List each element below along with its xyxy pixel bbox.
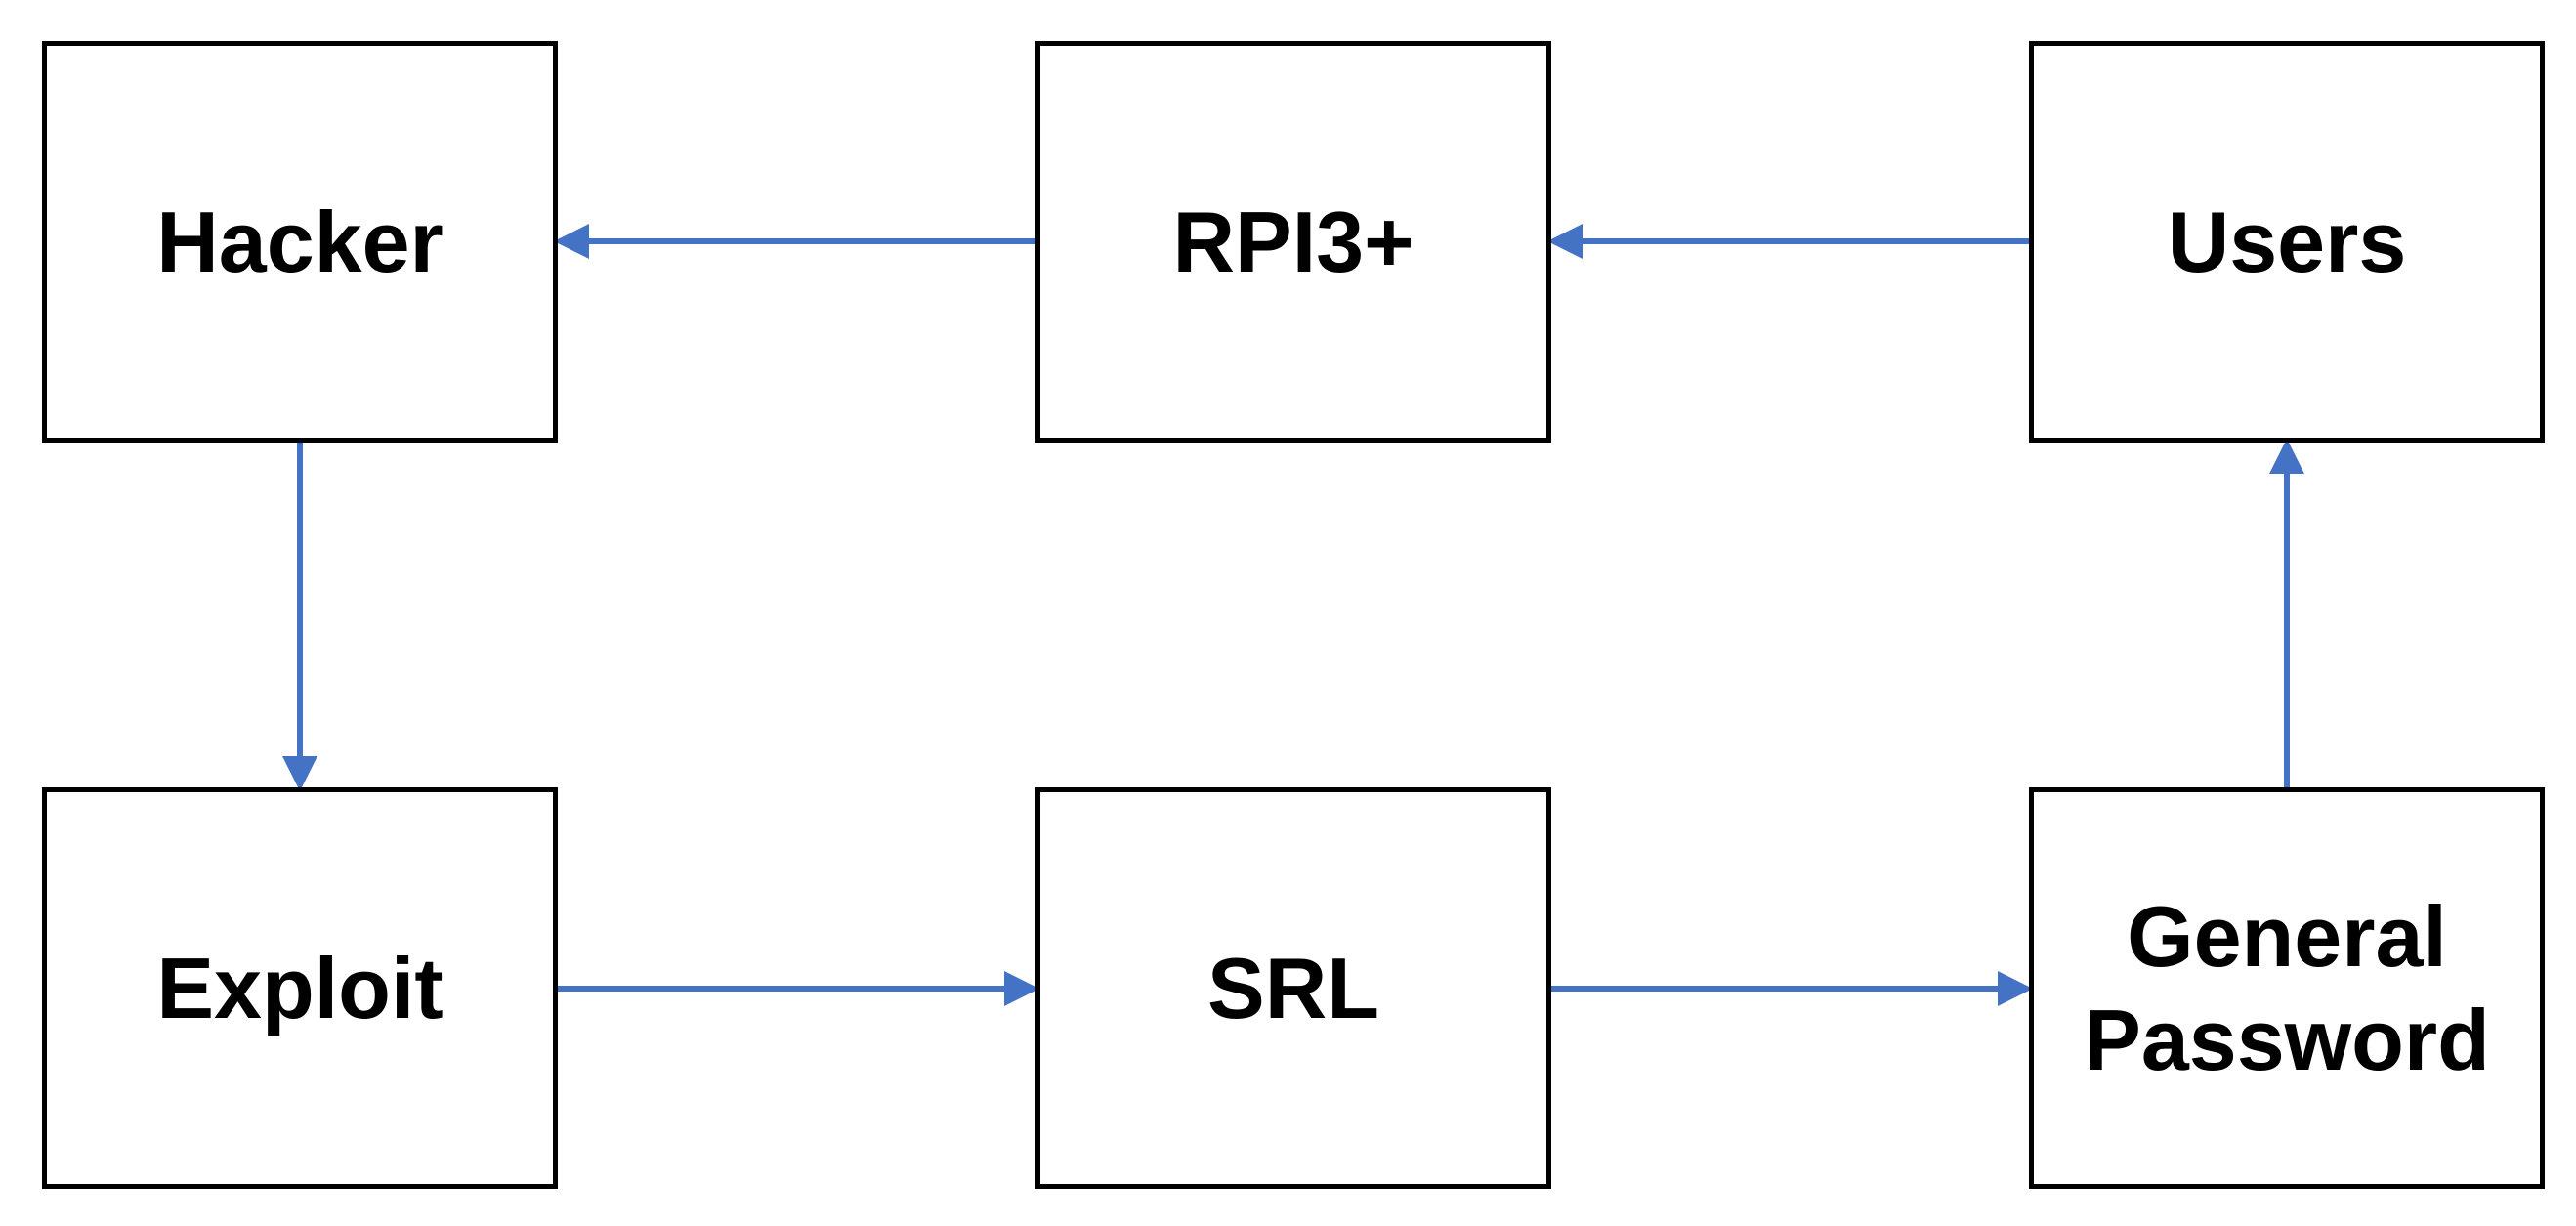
node-srl-label: SRL bbox=[1207, 939, 1379, 1036]
node-srl: SRL bbox=[1035, 787, 1551, 1189]
node-general-password-label: General Password bbox=[2084, 885, 2490, 1091]
node-exploit: Exploit bbox=[42, 787, 558, 1189]
node-rpi3: RPI3+ bbox=[1035, 41, 1551, 443]
node-exploit-label: Exploit bbox=[156, 939, 443, 1036]
node-users-label: Users bbox=[2167, 192, 2407, 290]
node-users: Users bbox=[2029, 41, 2545, 443]
node-rpi3-label: RPI3+ bbox=[1172, 192, 1415, 290]
node-general-password-line1: General bbox=[2127, 887, 2447, 985]
node-hacker: Hacker bbox=[42, 41, 558, 443]
node-general-password-line2: Password bbox=[2084, 991, 2490, 1088]
node-general-password: General Password bbox=[2029, 787, 2545, 1189]
node-hacker-label: Hacker bbox=[156, 192, 443, 290]
